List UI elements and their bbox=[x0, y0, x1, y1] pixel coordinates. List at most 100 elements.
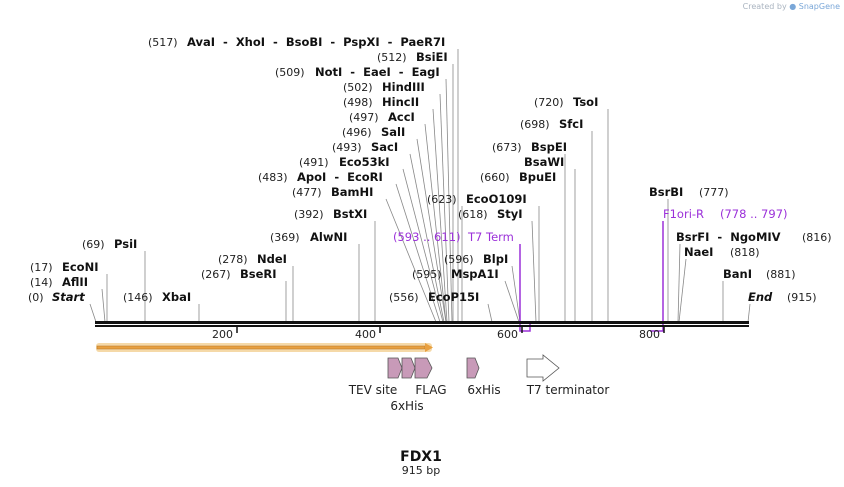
site-name-noti[interactable]: NotI - EaeI - EagI bbox=[315, 65, 440, 79]
site-name-sali[interactable]: SalI bbox=[381, 125, 405, 139]
leader-styi bbox=[531, 220, 537, 323]
leader-acci bbox=[424, 123, 447, 323]
leader-hincii bbox=[432, 108, 448, 323]
flag-feature[interactable] bbox=[414, 357, 433, 379]
orf-arrow[interactable] bbox=[96, 343, 433, 352]
site-name-bani[interactable]: BanI bbox=[723, 267, 752, 281]
site-name-styi[interactable]: StyI bbox=[497, 207, 523, 221]
site-name-naei[interactable]: NaeI bbox=[684, 245, 713, 259]
site-pos-bamhi: (477) bbox=[292, 186, 322, 199]
site-pos-psii: (69) bbox=[82, 238, 105, 251]
site-name-aflii[interactable]: AflII bbox=[62, 275, 88, 289]
site-name-bamhi[interactable]: BamHI bbox=[331, 185, 373, 199]
site-name-bspei[interactable]: BspEI bbox=[531, 140, 567, 154]
sequence-backbone: 200 400 600 800 bbox=[95, 321, 749, 341]
snapgene-logo-icon: ● bbox=[789, 2, 797, 11]
orf-arrowhead bbox=[425, 343, 433, 352]
start-pos: (0) bbox=[28, 291, 44, 304]
leader-noti bbox=[445, 78, 453, 323]
feature-label-6xhis-2: 6xHis bbox=[467, 383, 500, 397]
site-name-bsiei[interactable]: BsiEI bbox=[416, 50, 448, 64]
site-pos-styi: (618) bbox=[458, 208, 488, 221]
site-name-bsrfi[interactable]: BsrFI - NgoMIV bbox=[676, 230, 781, 244]
site-name-psii[interactable]: PsiI bbox=[114, 237, 137, 251]
site-pos-bseri: (267) bbox=[201, 268, 231, 281]
tick-label-800: 800 bbox=[639, 328, 660, 341]
site-pos-econi: (17) bbox=[30, 261, 53, 274]
site-name-bsawi[interactable]: BsaWI bbox=[524, 155, 564, 169]
snapgene-credit: Created by ● SnapGene bbox=[743, 2, 840, 11]
tick-label-400: 400 bbox=[355, 328, 376, 341]
site-name-avai[interactable]: AvaI - XhoI - BsoBI - PspXI - PaeR7I bbox=[187, 35, 445, 49]
map-length: 915 bp bbox=[402, 464, 440, 477]
site-name-ecop15i[interactable]: EcoP15I bbox=[428, 290, 479, 304]
site-pos-bani: (881) bbox=[766, 268, 796, 281]
site-name-hindiii[interactable]: HindIII bbox=[382, 80, 425, 94]
start-label: Start bbox=[52, 290, 85, 304]
site-pos-eco53ki: (491) bbox=[299, 156, 329, 169]
site-name-ecoo109i[interactable]: EcoO109I bbox=[466, 192, 527, 206]
site-name-bpuei[interactable]: BpuEI bbox=[519, 170, 556, 184]
site-name-econi[interactable]: EcoNI bbox=[62, 260, 98, 274]
site-name-blpi[interactable]: BlpI bbox=[483, 252, 508, 266]
leader-naei bbox=[678, 258, 687, 323]
site-pos-saci: (493) bbox=[332, 141, 362, 154]
site-name-ndei[interactable]: NdeI bbox=[257, 252, 287, 266]
leader-apoi bbox=[395, 183, 441, 323]
site-pos-naei: (818) bbox=[730, 246, 760, 259]
backbone-strand-top bbox=[95, 321, 749, 324]
site-pos-aflii: (14) bbox=[30, 276, 53, 289]
site-name-saci[interactable]: SacI bbox=[371, 140, 398, 154]
site-name-bsrbi[interactable]: BsrBI bbox=[649, 185, 683, 199]
site-name-mspa1i[interactable]: MspA1I bbox=[451, 267, 499, 281]
site-name-eco53ki[interactable]: Eco53kI bbox=[339, 155, 390, 169]
site-name-xbai[interactable]: XbaI bbox=[162, 290, 191, 304]
leader-bamhi bbox=[385, 198, 437, 323]
site-name-apoi[interactable]: ApoI - EcoRI bbox=[297, 170, 383, 184]
site-pos-ecop15i: (556) bbox=[389, 291, 419, 304]
primer-name-f1ori-r[interactable]: F1ori-R bbox=[663, 207, 704, 221]
site-pos-avai: (517) bbox=[148, 36, 178, 49]
site-name-tsoi[interactable]: TsoI bbox=[573, 95, 598, 109]
site-name-bstxi[interactable]: BstXI bbox=[333, 207, 367, 221]
site-pos-xbai: (146) bbox=[123, 291, 153, 304]
site-pos-noti: (509) bbox=[275, 66, 305, 79]
site-name-bseri[interactable]: BseRI bbox=[240, 267, 277, 281]
6xhis-feature-1[interactable] bbox=[401, 357, 416, 379]
tick-label-200: 200 bbox=[212, 328, 233, 341]
t7-term-primer-line bbox=[519, 244, 531, 332]
site-pos-mspa1i: (595) bbox=[412, 268, 442, 281]
site-name-sfci[interactable]: SfcI bbox=[559, 117, 583, 131]
primer-lines bbox=[519, 221, 664, 332]
site-pos-ecoo109i: (623) bbox=[427, 193, 457, 206]
site-name-hincii[interactable]: HincII bbox=[382, 95, 419, 109]
t7-terminator-feature[interactable] bbox=[526, 354, 560, 382]
site-pos-acci: (497) bbox=[349, 111, 379, 124]
primer-name-t7-term[interactable]: T7 Term bbox=[467, 230, 514, 244]
tev-site-feature[interactable] bbox=[387, 357, 403, 379]
f1ori-r-primer-line bbox=[650, 221, 664, 332]
site-pos-bpuei: (660) bbox=[480, 171, 510, 184]
site-pos-sali: (496) bbox=[342, 126, 372, 139]
site-name-alwni[interactable]: AlwNI bbox=[310, 230, 347, 244]
site-pos-bsrbi: (777) bbox=[699, 186, 729, 199]
feature-label-6xhis-1: 6xHis bbox=[390, 399, 423, 413]
primer-range-f1ori-r: (778 .. 797) bbox=[720, 207, 788, 221]
site-pos-hincii: (498) bbox=[343, 96, 373, 109]
site-pos-tsoi: (720) bbox=[534, 96, 564, 109]
leader-lines bbox=[89, 49, 751, 323]
6xhis-feature-2[interactable] bbox=[466, 357, 480, 379]
feature-label-flag: FLAG bbox=[415, 383, 446, 397]
site-pos-bstxi: (392) bbox=[294, 208, 324, 221]
site-pos-bspei: (673) bbox=[492, 141, 522, 154]
leader-saci bbox=[409, 153, 445, 323]
site-name-acci[interactable]: AccI bbox=[388, 110, 415, 124]
site-pos-ndei: (278) bbox=[218, 253, 248, 266]
leader-sali bbox=[416, 138, 447, 323]
primer-range-t7-term: (593 .. 611) bbox=[393, 230, 461, 244]
leader-mspa1i bbox=[504, 280, 520, 323]
end-label: End bbox=[748, 290, 773, 304]
site-pos-alwni: (369) bbox=[270, 231, 300, 244]
site-pos-bsiei: (512) bbox=[377, 51, 407, 64]
